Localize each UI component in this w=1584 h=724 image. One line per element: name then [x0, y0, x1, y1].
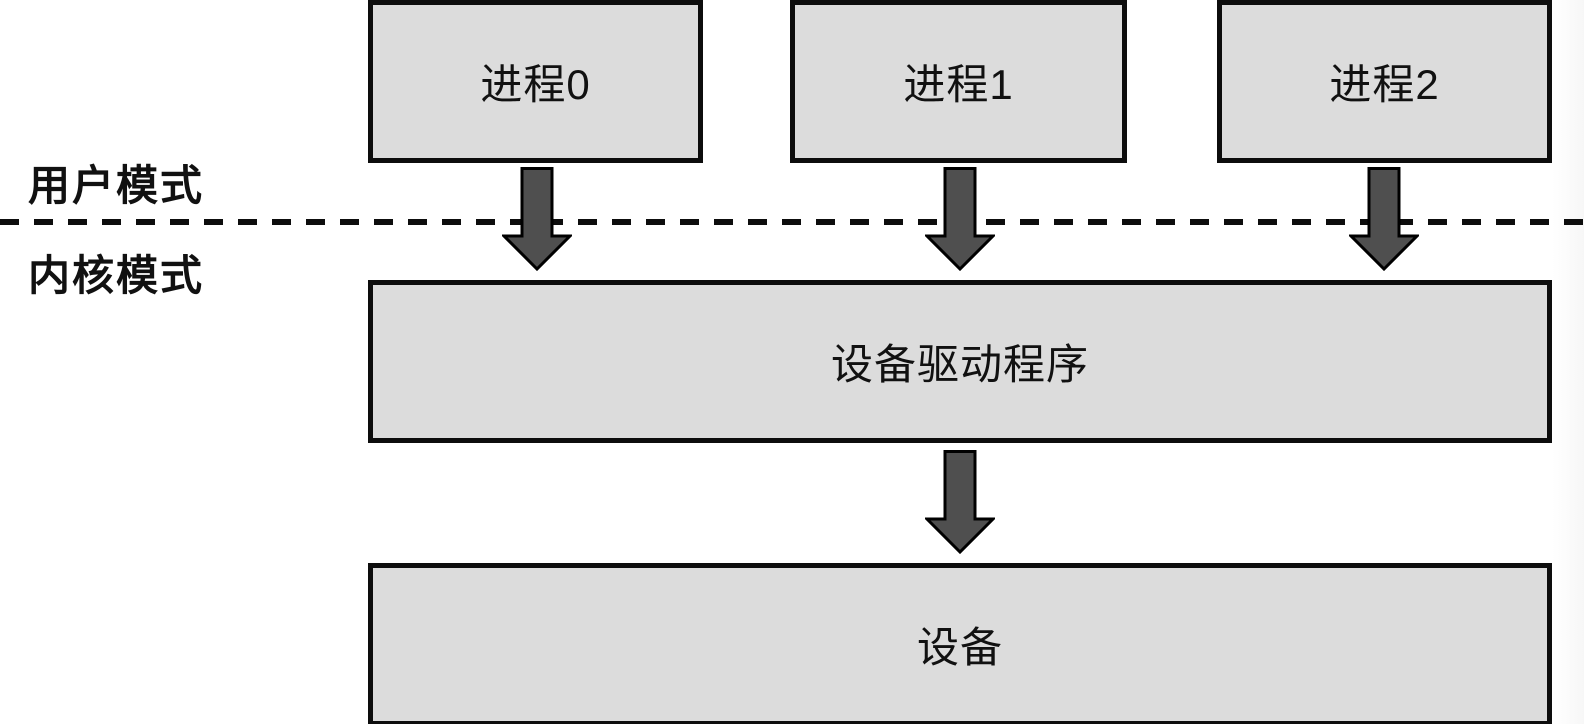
process0-box: 进程0: [368, 0, 703, 163]
device-label: 设备: [916, 624, 1003, 671]
process1-label: 进程1: [903, 61, 1014, 108]
process2-box: 进程2: [1217, 0, 1552, 163]
user-mode-label: 用户模式: [28, 162, 205, 209]
kernel-mode-label: 内核模式: [28, 252, 205, 299]
process1-box: 进程1: [790, 0, 1127, 163]
device-driver-box: 设备驱动程序: [368, 280, 1552, 443]
mode-boundary-dashed-line: [0, 219, 1584, 225]
process2-label: 进程2: [1329, 61, 1440, 108]
down-arrow-icon: [925, 167, 995, 271]
down-arrow-icon: [925, 450, 995, 554]
process0-label: 进程0: [480, 61, 591, 108]
down-arrow-icon: [502, 167, 572, 271]
down-arrow-icon: [1349, 167, 1419, 271]
device-driver-label: 设备驱动程序: [830, 341, 1089, 388]
device-box: 设备: [368, 563, 1552, 724]
